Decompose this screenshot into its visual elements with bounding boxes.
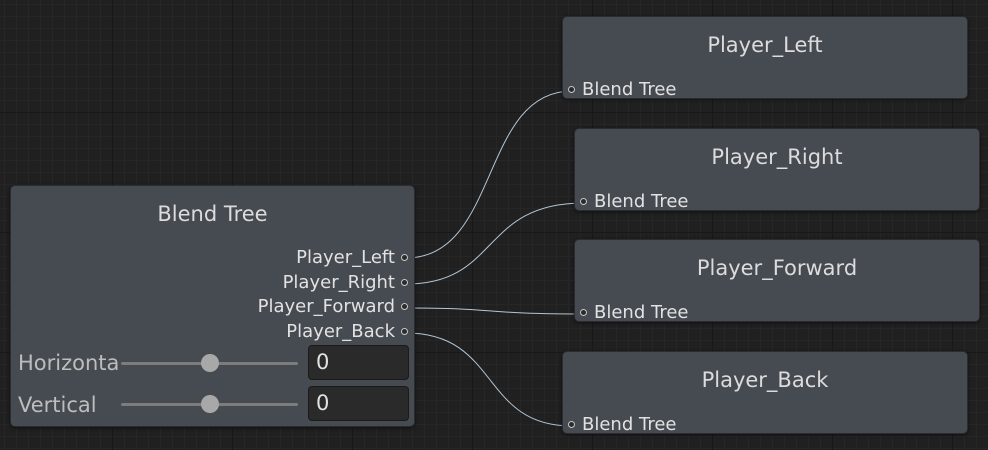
output-label: Player_Right (282, 272, 395, 293)
input-port[interactable]: Blend Tree (568, 79, 676, 101)
vertical-slider[interactable] (121, 395, 298, 413)
port-dot-icon[interactable] (568, 85, 575, 93)
output-label: Player_Left (296, 247, 395, 268)
output-port-player-right[interactable]: Player_Right (283, 272, 408, 294)
input-port-label: Blend Tree (594, 302, 689, 323)
wire-player-left[interactable] (405, 90, 573, 259)
param-label-horizontal: Horizontal (18, 351, 120, 375)
wire-player-forward[interactable] (405, 307, 585, 315)
param-label-vertical: Vertical (18, 393, 97, 417)
horizontal-value-field[interactable]: 0 (308, 345, 409, 380)
input-port-label: Blend Tree (582, 414, 677, 435)
output-label: Player_Back (286, 321, 395, 342)
port-dot-icon[interactable] (580, 308, 587, 316)
node-title: Player_Back (701, 368, 829, 392)
output-port-player-back[interactable]: Player_Back (286, 321, 408, 343)
wire-player-right[interactable] (405, 202, 585, 285)
blend-tree-node[interactable]: Blend Tree Player_Left Player_Right Play… (10, 185, 415, 427)
port-dot-icon[interactable] (401, 302, 408, 310)
output-label: Player_Forward (257, 296, 395, 317)
slider-thumb[interactable] (200, 395, 219, 413)
node-title: Player_Forward (696, 256, 858, 280)
node-title: Blend Tree (157, 202, 268, 226)
vertical-value-field[interactable]: 0 (308, 386, 409, 421)
input-port[interactable]: Blend Tree (580, 191, 688, 213)
motion-node-player-forward[interactable]: Player_Forward Blend Tree (574, 239, 980, 324)
node-title: Player_Left (707, 33, 823, 57)
wire-player-back[interactable] (405, 332, 573, 427)
horizontal-slider[interactable] (121, 354, 298, 372)
input-port-label: Blend Tree (582, 79, 677, 100)
output-port-player-left[interactable]: Player_Left (296, 247, 408, 269)
motion-node-player-back[interactable]: Player_Back Blend Tree (562, 351, 968, 436)
motion-node-player-right[interactable]: Player_Right Blend Tree (574, 128, 980, 213)
input-port[interactable]: Blend Tree (580, 302, 688, 324)
output-port-player-forward[interactable]: Player_Forward (258, 296, 408, 318)
port-dot-icon[interactable] (401, 327, 408, 335)
input-port-label: Blend Tree (594, 191, 689, 212)
input-port[interactable]: Blend Tree (568, 414, 676, 436)
node-title: Player_Right (711, 145, 843, 169)
port-dot-icon[interactable] (568, 420, 575, 428)
motion-node-player-left[interactable]: Player_Left Blend Tree (562, 16, 968, 101)
port-dot-icon[interactable] (401, 253, 408, 261)
slider-thumb[interactable] (200, 354, 219, 372)
port-dot-icon[interactable] (401, 278, 408, 286)
port-dot-icon[interactable] (580, 197, 587, 205)
